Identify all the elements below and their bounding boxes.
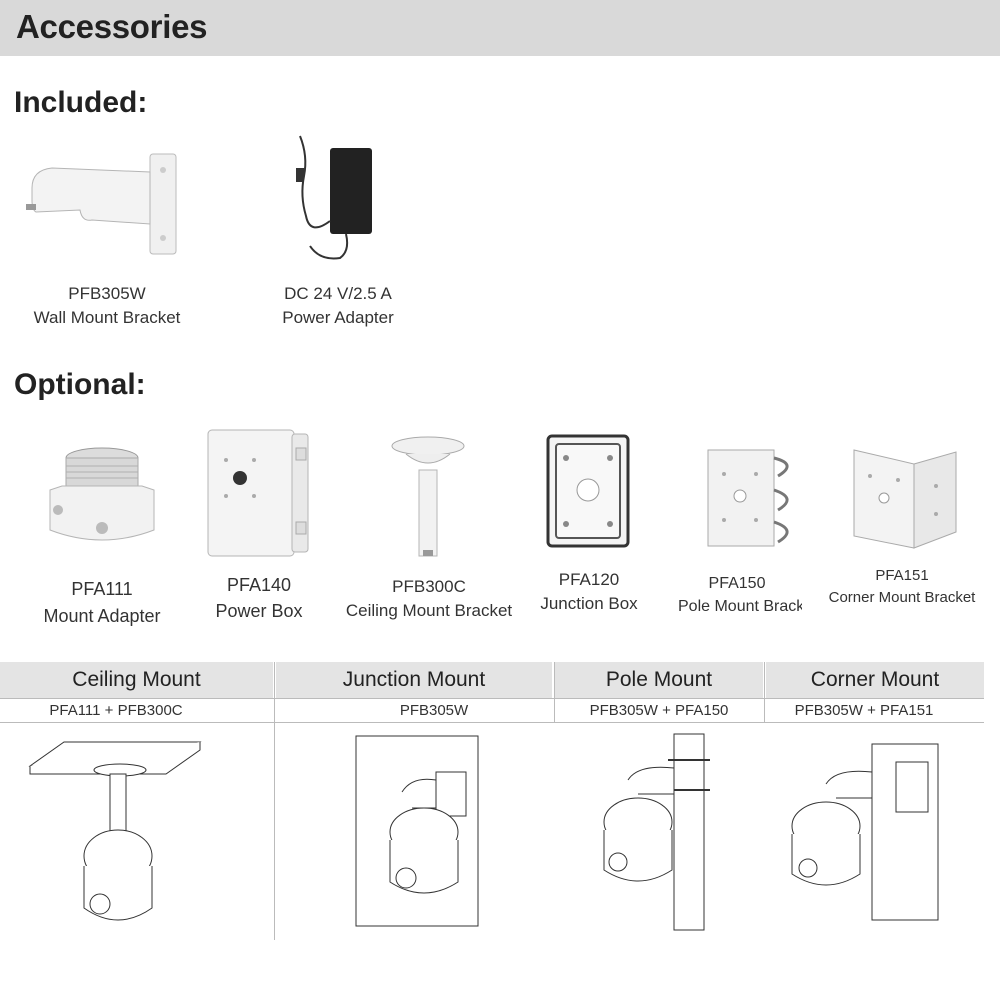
table-column-divider <box>274 662 275 940</box>
header-bar: Accessories <box>0 0 1000 56</box>
mount-adapter-image <box>49 447 155 541</box>
optional-item-3-model: PFB300C <box>392 577 466 596</box>
ceiling-mount-bracket-image <box>391 436 465 557</box>
optional-item-1-model: PFA111 <box>71 579 133 599</box>
power-box-image <box>207 429 309 557</box>
optional-item-2-caption: PFA140 Power Box <box>188 572 330 624</box>
page-title: Accessories <box>16 8 208 45</box>
table-column-divider <box>554 662 555 722</box>
optional-item-6-desc: Corner Mount Bracket <box>828 589 976 606</box>
table-divider <box>0 722 984 723</box>
optional-item-2-desc: Power Box <box>215 601 303 621</box>
mount-1-title: Ceiling Mount <box>0 662 273 698</box>
included-item-1-model: PFB305W <box>68 284 146 303</box>
optional-item-5-caption: PFA150 Pole Mount Bracket <box>672 572 802 618</box>
junction-mount-diagram <box>355 735 479 927</box>
pole-mount-bracket-image <box>707 449 789 547</box>
included-item-1-desc: Wall Mount Bracket <box>33 308 181 327</box>
optional-item-4-caption: PFA120 Junction Box <box>520 568 658 616</box>
optional-item-5-model: PFA150 <box>708 575 766 592</box>
pole-mount-diagram <box>603 733 710 931</box>
mount-3-title: Pole Mount <box>555 662 763 698</box>
optional-item-3-caption: PFB300C Ceiling Mount Bracket <box>338 575 520 623</box>
table-column-divider <box>764 662 765 722</box>
included-item-2-caption: DC 24 V/2.5 A Power Adapter <box>258 282 418 330</box>
table-divider <box>0 698 984 699</box>
optional-item-6-model: PFA151 <box>875 567 929 584</box>
mount-4-title: Corner Mount <box>766 662 984 698</box>
ceiling-mount-diagram <box>28 741 202 921</box>
optional-item-4-model: PFA120 <box>558 570 620 589</box>
mount-2-title: Junction Mount <box>276 662 552 698</box>
wall-mount-bracket-image <box>26 153 177 255</box>
mount-1-parts: PFA111 + PFB300C <box>49 702 183 719</box>
corner-mount-bracket-image <box>853 449 957 549</box>
included-heading: Included: <box>14 86 148 119</box>
junction-box-image <box>546 434 630 548</box>
optional-item-4-desc: Junction Box <box>540 594 638 613</box>
included-item-1-caption: PFB305W Wall Mount Bracket <box>17 282 197 330</box>
optional-item-3-desc: Ceiling Mount Bracket <box>345 601 513 620</box>
optional-item-5-desc: Pole Mount Bracket <box>678 598 802 615</box>
optional-item-1-caption: PFA111 Mount Adapter <box>22 576 182 630</box>
mount-2-parts: PFB305W <box>399 702 469 719</box>
optional-item-2-model: PFA140 <box>226 575 292 595</box>
optional-heading: Optional: <box>14 368 146 401</box>
power-adapter-image <box>296 135 372 260</box>
mount-4-parts: PFB305W + PFA151 <box>794 702 934 719</box>
included-item-2-model: DC 24 V/2.5 A <box>284 284 392 303</box>
corner-mount-diagram <box>791 743 939 921</box>
mount-3-parts: PFB305W + PFA150 <box>589 702 729 719</box>
optional-item-6-caption: PFA151 Corner Mount Bracket <box>812 565 992 609</box>
optional-item-1-desc: Mount Adapter <box>43 606 161 626</box>
included-item-2-desc: Power Adapter <box>282 308 394 327</box>
